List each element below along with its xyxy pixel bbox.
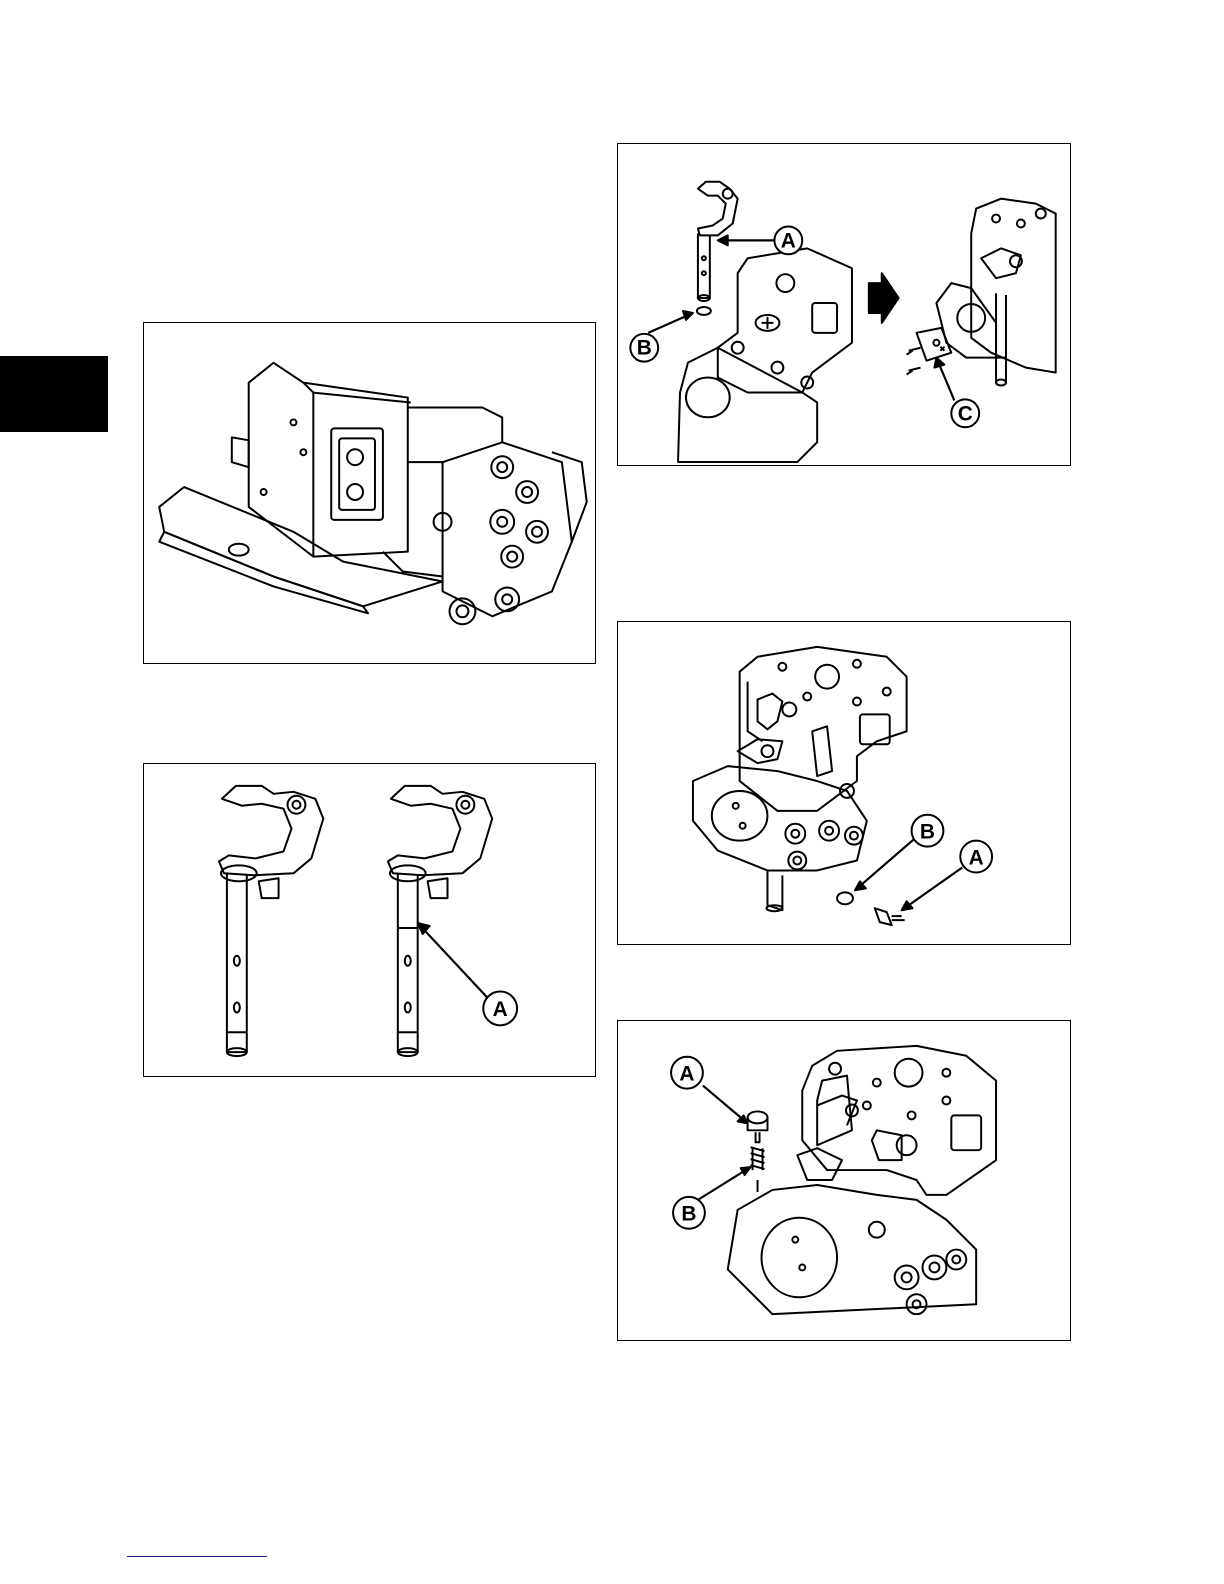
callout-A: A [960, 841, 992, 873]
figure-shaft-removal: A B C [617, 143, 1071, 466]
callout-A: A [671, 1057, 703, 1089]
carburetor-bracket-illustration [144, 323, 595, 663]
svg-text:A: A [679, 1063, 694, 1086]
throttle-shaft-right [388, 786, 492, 1056]
figure-mixture-screw: A B [617, 1020, 1071, 1341]
svg-text:A: A [781, 229, 796, 252]
figure-throttle-shafts: A [143, 763, 596, 1077]
svg-text:A: A [493, 998, 508, 1021]
callout-B: B [673, 1197, 705, 1229]
svg-text:A: A [969, 846, 984, 869]
callout-B: B [630, 334, 658, 362]
footer-rule [127, 1556, 267, 1557]
shaft-removal-illustration: A B C [618, 144, 1070, 465]
callout-A: A [774, 226, 802, 254]
screw-oring-illustration: B A [618, 622, 1070, 944]
callout-C: C [951, 399, 979, 427]
svg-text:B: B [920, 821, 935, 844]
figure-screw-oring: B A [617, 621, 1071, 945]
callout-B: B [912, 815, 944, 847]
svg-text:C: C [958, 402, 973, 425]
svg-text:B: B [637, 337, 652, 360]
throttle-shafts-illustration: A [144, 764, 595, 1076]
svg-text:B: B [681, 1203, 696, 1226]
throttle-shaft-left [219, 786, 323, 1056]
section-tab-marker [0, 356, 108, 432]
mixture-screw-illustration: A B [618, 1021, 1070, 1340]
callout-A: A [483, 992, 517, 1026]
figure-carburetor-bracket [143, 322, 596, 664]
